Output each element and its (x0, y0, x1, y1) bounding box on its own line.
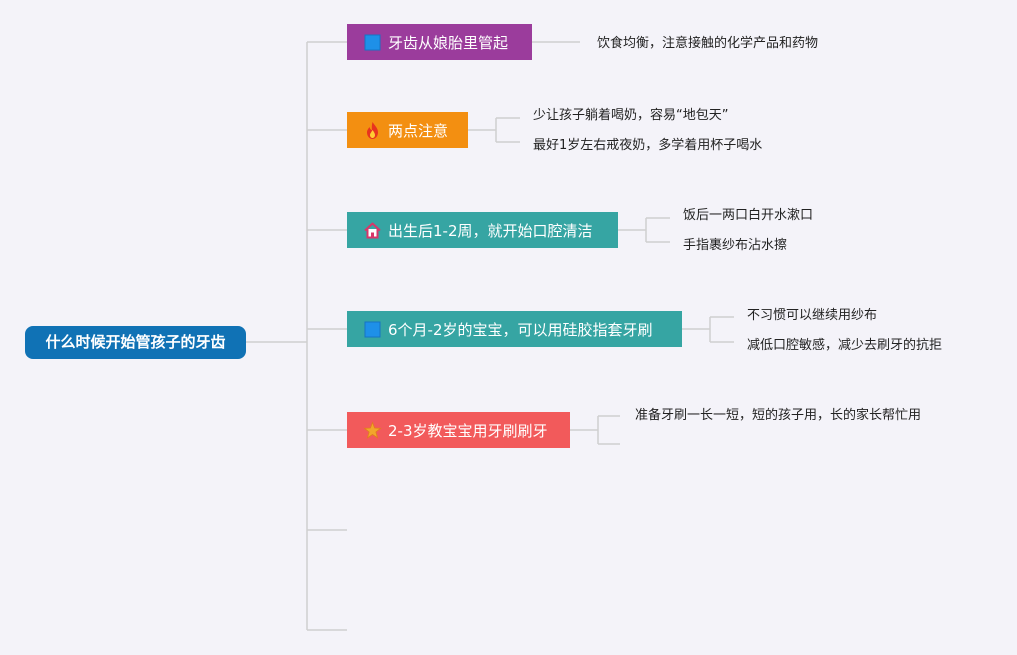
leaf-item[interactable]: 饭后一两口白开水漱口 (683, 208, 814, 223)
topic-pregnancy[interactable]: 牙齿从娘胎里管起 (347, 24, 532, 60)
topic-label: 2-3岁教宝宝用牙刷刷牙 (388, 421, 548, 440)
leaf-item[interactable]: 最好1岁左右戒夜奶，多学着用杯子喝水 (533, 138, 763, 153)
blue-flag-icon (363, 33, 382, 52)
topic-label: 牙齿从娘胎里管起 (388, 33, 509, 52)
leaf-item[interactable]: 饮食均衡，注意接触的化学产品和药物 (597, 36, 819, 51)
leaf-item[interactable]: 准备牙刷一长一短，短的孩子用，长的家长帮忙用 (635, 408, 922, 423)
blue-flag-icon (363, 320, 382, 339)
topic-label: 出生后1-2周，就开始口腔清洁 (388, 221, 593, 240)
star-icon (363, 420, 382, 440)
topic-oral-cleaning[interactable]: 出生后1-2周，就开始口腔清洁 (347, 212, 618, 248)
topic-two-notes[interactable]: 两点注意 (347, 112, 468, 148)
connector-leaf-3 (618, 217, 670, 243)
leaf-item[interactable]: 手指裹纱布沾水擦 (683, 238, 788, 253)
topic-label: 6个月-2岁的宝宝，可以用硅胶指套牙刷 (388, 320, 653, 339)
connector-leaf-2 (468, 117, 520, 143)
central-topic[interactable]: 什么时候开始管孩子的牙齿 (25, 326, 246, 359)
leaf-item[interactable]: 少让孩子躺着喝奶，容易“地包天” (533, 108, 729, 123)
fire-icon (363, 121, 382, 140)
topic-label: 两点注意 (388, 121, 449, 140)
topic-silicone-brush[interactable]: 6个月-2岁的宝宝，可以用硅胶指套牙刷 (347, 311, 682, 347)
connector-leaf-5 (570, 415, 620, 445)
topic-toothbrush[interactable]: 2-3岁教宝宝用牙刷刷牙 (347, 412, 570, 448)
leaf-item[interactable]: 不习惯可以继续用纱布 (747, 308, 878, 323)
connector-leaf-4 (682, 316, 734, 343)
house-icon (363, 221, 382, 240)
leaf-item[interactable]: 减低口腔敏感，减少去刷牙的抗拒 (747, 338, 943, 353)
